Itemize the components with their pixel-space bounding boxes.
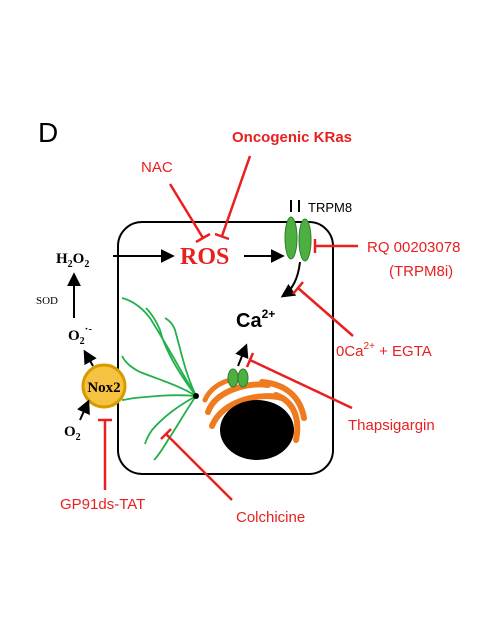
h2o2-h: H xyxy=(56,251,68,267)
panel-label: D xyxy=(38,117,58,148)
h2o2-o: O xyxy=(73,251,85,267)
h2o2-label: H2O2 xyxy=(56,251,89,270)
inhibit-kras xyxy=(220,155,252,237)
trpm8-label: TRPM8 xyxy=(308,200,352,215)
zero-ca-post: + EGTA xyxy=(375,343,432,360)
inhibit-thapsigargin xyxy=(249,358,353,410)
ca-text: Ca xyxy=(236,310,262,332)
nox2-enzyme xyxy=(81,363,127,409)
oncogenic-kras-label: Oncogenic KRas xyxy=(232,129,352,146)
arrow-er-to-ca xyxy=(235,343,249,367)
zero-ca-label: 0Ca2+ + EGTA xyxy=(336,341,432,360)
ros-label: ROS xyxy=(180,244,229,270)
nac-label: NAC xyxy=(141,159,173,176)
ca-sup: 2+ xyxy=(262,307,276,321)
inhibit-zero-ca xyxy=(297,287,354,337)
cell-membrane xyxy=(117,221,334,475)
o2-radical-label: O2·- xyxy=(68,323,92,347)
sod-label: SOD xyxy=(36,295,58,307)
rq-label-line2: (TRPM8i) xyxy=(389,263,453,280)
zero-ca-sup: 2+ xyxy=(364,341,376,352)
thapsigargin-label: Thapsigargin xyxy=(348,417,435,434)
rq-label-line1: RQ 00203078 xyxy=(367,239,460,256)
centrosome xyxy=(193,393,199,399)
arrow-o2-to-nox2 xyxy=(77,399,90,421)
er-channel-left xyxy=(227,368,239,388)
gp91-label: GP91ds-TAT xyxy=(60,496,145,513)
pathway-arrows xyxy=(67,249,301,421)
trpm8-channel-right xyxy=(298,218,312,262)
inhibit-nac xyxy=(168,183,205,239)
er-channel-right xyxy=(237,368,249,388)
h2o2-sub2: 2 xyxy=(84,259,89,270)
o2-o: O xyxy=(64,424,76,440)
trpm8-channel-left xyxy=(284,216,298,260)
arrow-trpm8-to-ca xyxy=(280,261,301,298)
microtubule-network xyxy=(121,297,197,461)
o2-radical-sup: ·- xyxy=(85,323,93,335)
zero-ca-pre: 0Ca xyxy=(336,343,364,360)
o2-sub: 2 xyxy=(76,432,81,443)
colchicine-label: Colchicine xyxy=(236,509,305,526)
o2-radical-o: O xyxy=(68,328,80,344)
ca-label: Ca2+ xyxy=(236,307,275,332)
o2-label: O2 xyxy=(64,424,81,443)
h2o2-sub1: 2 xyxy=(68,259,73,270)
nucleus xyxy=(220,400,294,460)
inhibitor-lines xyxy=(98,155,358,501)
arrow-nox2-to-o2radical xyxy=(83,349,97,367)
nox2-label: Nox2 xyxy=(87,380,120,396)
inhibit-colchicine xyxy=(165,433,233,501)
o2-radical-sub: 2 xyxy=(80,336,85,347)
